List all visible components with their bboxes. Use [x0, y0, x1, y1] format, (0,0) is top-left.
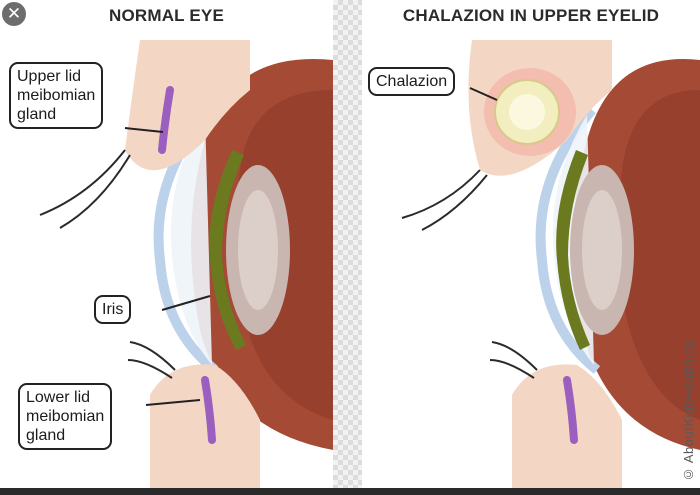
lower-meibomian-gland: [201, 376, 216, 444]
panel-title-normal-eye: NORMAL EYE: [108, 6, 225, 25]
label-iris: Iris: [94, 295, 132, 324]
lower-meibomian-gland: [563, 376, 578, 444]
bottom-bar: [0, 488, 700, 495]
iris-shape: [556, 150, 590, 350]
close-icon: ✕: [6, 4, 22, 23]
copyright-watermark: © AboutKidsHealth.ca: [681, 339, 696, 482]
label-upper-lid-meibomian-gland: Upper lid meibomian gland: [9, 62, 104, 129]
lower-eyelid: [150, 364, 260, 488]
normal-eye-panel: ✕ NORMAL EYE Upper lid meibomian gland I…: [0, 0, 333, 488]
close-button[interactable]: ✕: [2, 2, 26, 26]
label-chalazion: Chalazion: [368, 67, 456, 96]
upper-meibomian-gland: [158, 86, 174, 154]
cornea: [535, 106, 601, 374]
label-lower-lid-meibomian-gland: Lower lid meibomian gland: [18, 383, 113, 450]
lower-eyelid: [512, 364, 622, 488]
panel-title-chalazion: CHALAZION IN UPPER EYELID: [402, 6, 660, 25]
panel-divider: [333, 0, 362, 495]
iris-shape: [209, 150, 246, 350]
chalazion-panel: CHALAZION IN UPPER EYELID Chalazion © Ab…: [362, 0, 700, 488]
chalazion-eye-illustration: [401, 40, 700, 488]
upper-eyelid: [125, 40, 250, 171]
normal-eye-illustration: [39, 40, 333, 488]
